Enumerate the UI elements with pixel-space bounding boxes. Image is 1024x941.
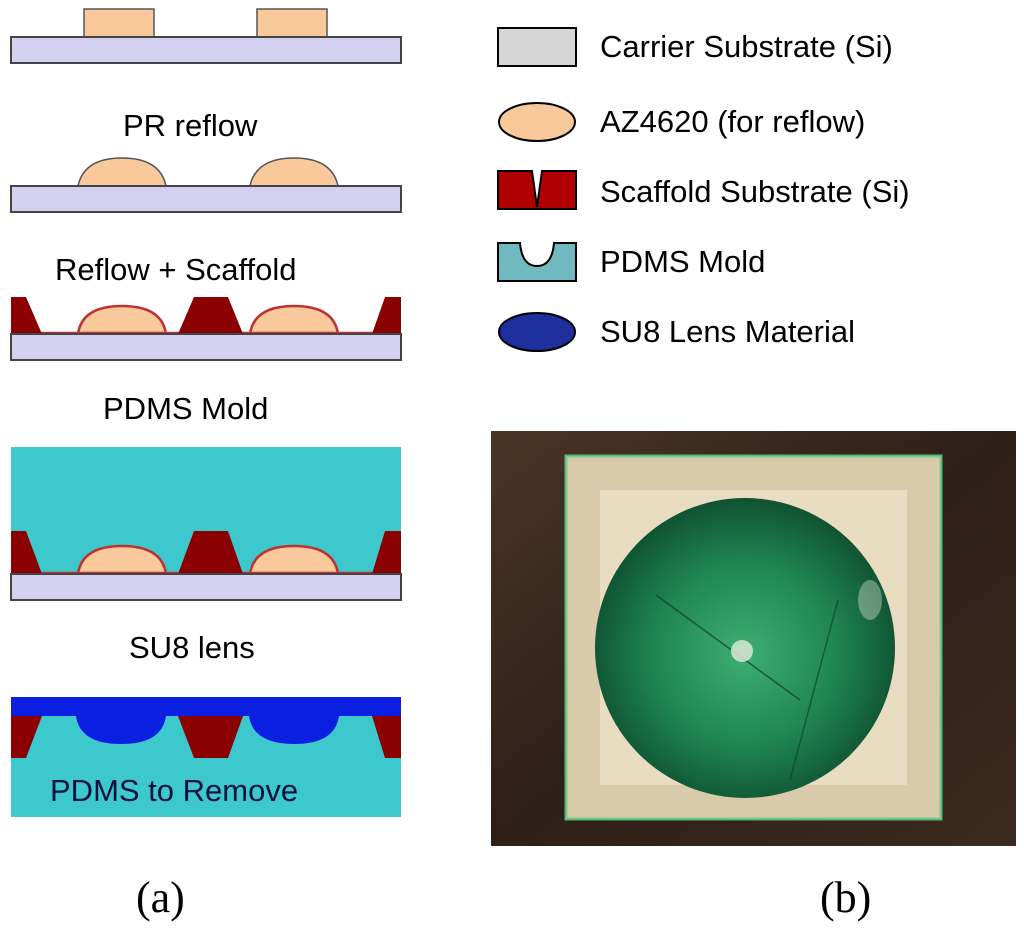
step-4-pdms-mold [10,447,402,601]
legend-label-carrier: Carrier Substrate (Si) [600,29,893,64]
scaffold-wedge [11,716,42,758]
legend-label-su8: SU8 Lens Material [600,314,856,349]
legend-swatches [497,27,577,352]
carrier-substrate [10,36,402,64]
legend-label-pdms: PDMS Mold [600,244,766,279]
step-5-su8-lens [11,697,401,817]
scaffold-wedge [11,297,42,334]
step-label-pr-reflow: PR reflow [123,108,258,143]
panel-label-a: (a) [136,873,185,922]
pr-block [83,8,155,38]
scaffold-wedge [372,716,401,758]
step-1-patterned-pr [10,8,402,64]
step-label-pdms-mold: PDMS Mold [103,391,269,426]
scaffold-wedge [11,531,42,574]
su8-lens [249,716,339,744]
reflowed-pr-dome [249,157,339,187]
reflowed-pr-dome [77,157,167,187]
az4620-swatch [498,102,576,142]
pr-block [256,8,328,38]
step-2-pr-reflow [10,157,402,213]
legend-label-az4620: AZ4620 (for reflow) [600,104,866,139]
pdms-swatch [497,242,577,282]
reflowed-pr-dome [248,544,340,576]
lens-highlight [858,580,882,620]
legend-label-scaffold: Scaffold Substrate (Si) [600,174,910,209]
scaffold-trapezoid [178,531,243,574]
scaffold-wedge [372,531,401,574]
step-3-reflow-scaffold [10,297,402,361]
lens-center-spot [731,640,753,662]
lens-crack [655,594,801,701]
su8-swatch [498,312,576,352]
su8-lens [76,716,166,744]
scaffold-swatch [497,170,577,210]
carrier-substrate [10,185,402,213]
cavity-edge-glow [564,454,943,821]
pdms-to-remove-label: PDMS to Remove [50,773,299,808]
scaffold-trapezoid [178,297,243,334]
step-label-su8-lens: SU8 lens [129,630,255,665]
scaffold-wedge [372,297,401,334]
step-label-reflow-scaffold: Reflow + Scaffold [55,252,297,287]
reflowed-pr-dome [76,544,168,576]
scaffold-trapezoid [178,716,243,758]
reflowed-pr-dome [248,304,340,336]
lens-crack [789,599,839,781]
carrier-substrate-swatch [497,27,577,67]
carrier-substrate [10,573,402,601]
su8-top-layer [11,697,401,716]
carrier-substrate [10,333,402,361]
lens-micrograph [491,431,1016,846]
reflowed-pr-dome [76,304,168,336]
panel-label-b: (b) [820,873,872,922]
